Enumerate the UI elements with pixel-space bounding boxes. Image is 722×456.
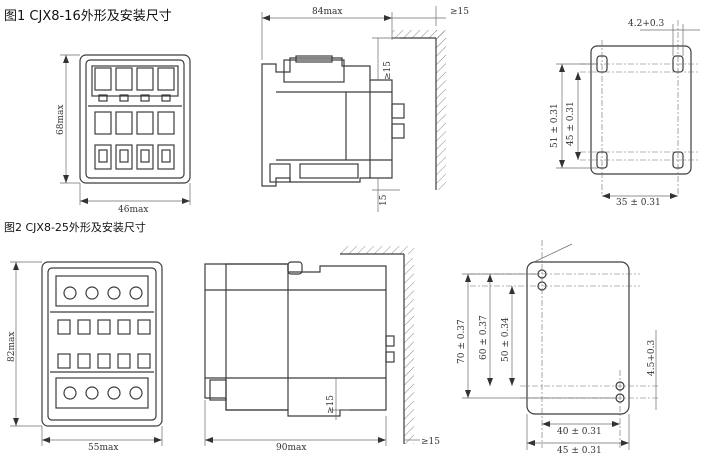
fig1-h-spacing: 35 ± 0.31 [616, 198, 661, 208]
fig1-clear-top: ≥15 [383, 61, 393, 80]
fig2-width-dim: 55max [88, 443, 118, 453]
fig1-side-view: 84max ≥15 ≥15 15 [261, 6, 469, 212]
fig2-side-view: ≥15 90max ≥15 [204, 246, 440, 453]
fig2-height-dim: 82max [7, 332, 17, 362]
fig1-v-outer: 51 ± 0.31 [550, 103, 560, 148]
fig2-front-view: 82max 55max [7, 261, 163, 453]
fig1-hole-dim: 4.2+0.3 [628, 19, 664, 29]
fig1-width-dim: 46max [118, 205, 148, 215]
fig2-title: 图2 CJX8-25外形及安装尺寸 [4, 220, 146, 234]
fig2-h-outer: 45 ± 0.31 [557, 446, 602, 456]
fig2-h-inner: 40 ± 0.31 [557, 427, 602, 437]
fig1-v-inner: 45 ± 0.31 [566, 101, 576, 146]
fig1-depth-dim: 84max [312, 7, 342, 17]
fig2-v-inner: 50 ± 0.34 [501, 317, 511, 362]
fig2-clear-right: ≥15 [421, 437, 440, 447]
fig1-clear-bottom: 15 [379, 194, 389, 206]
fig2-v-mid: 60 ± 0.37 [479, 315, 489, 360]
fig2-mounting-plate: 70 ± 0.37 60 ± 0.37 50 ± 0.34 4.5+0.3 40… [457, 240, 660, 456]
fig2-hole-dim: 4.5+0.3 [647, 340, 657, 376]
fig1-height-dim: 68max [56, 105, 66, 135]
fig2-v-outer: 70 ± 0.37 [457, 319, 467, 364]
fig2-clear-bottom: ≥15 [326, 395, 336, 414]
fig1-clear-right: ≥15 [450, 7, 469, 17]
fig1-front-view: 68max 46max [56, 54, 191, 215]
fig1-title: 图1 CJX8-16外形及安装尺寸 [4, 9, 172, 24]
fig2-depth-dim: 90max [276, 443, 306, 453]
fig1-mounting-plate: 4.2+0.3 51 ± 0.31 45 ± 0.31 35 ± 0.31 [550, 19, 700, 208]
